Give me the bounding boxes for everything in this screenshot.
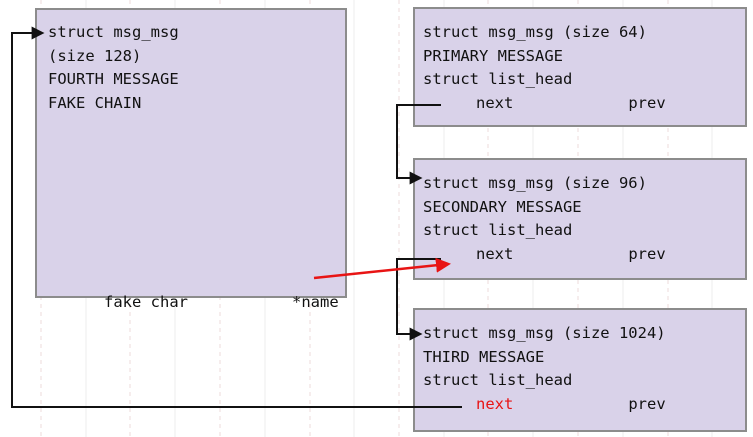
- next-field-highlighted: next: [476, 394, 514, 413]
- struct-header: struct msg_msg (size 96): [423, 174, 647, 192]
- list-head-label: struct list_head: [423, 371, 573, 389]
- message-label: SECONDARY MESSAGE: [423, 197, 582, 216]
- next-field: next: [476, 93, 514, 112]
- next-prev-row: next prev: [423, 243, 745, 267]
- field-type-label: fake char: [104, 292, 188, 311]
- fake-chain-label: FAKE CHAIN: [48, 93, 142, 112]
- prev-field: prev: [628, 93, 666, 112]
- fake-msg-box: struct msg_msg (size 128) FOURTH MESSAGE…: [35, 8, 347, 311]
- field-name-pointer: *name: [292, 292, 339, 311]
- secondary-msg-box: struct msg_msg (size 96) SECONDARY MESSA…: [413, 158, 747, 280]
- struct-size: (size 128): [48, 46, 142, 65]
- next-prev-row: next prev: [423, 92, 745, 116]
- fake-name-field: fake char *name: [48, 267, 339, 338]
- struct-header: struct msg_msg (size 64): [423, 23, 647, 41]
- next-prev-row: next prev: [423, 393, 745, 417]
- struct-header: struct msg_msg (size 1024): [423, 324, 666, 342]
- message-label: PRIMARY MESSAGE: [423, 46, 563, 65]
- struct-name: struct msg_msg: [48, 23, 179, 41]
- next-field: next: [476, 244, 514, 263]
- list-head-label: struct list_head: [423, 221, 573, 239]
- message-label: FOURTH MESSAGE: [48, 70, 179, 88]
- primary-msg-box: struct msg_msg (size 64) PRIMARY MESSAGE…: [413, 7, 747, 127]
- list-head-label: struct list_head: [423, 70, 573, 88]
- prev-field: prev: [628, 394, 666, 413]
- third-msg-box: struct msg_msg (size 1024) THIRD MESSAGE…: [413, 308, 747, 432]
- message-label: THIRD MESSAGE: [423, 347, 545, 366]
- prev-field: prev: [628, 244, 666, 263]
